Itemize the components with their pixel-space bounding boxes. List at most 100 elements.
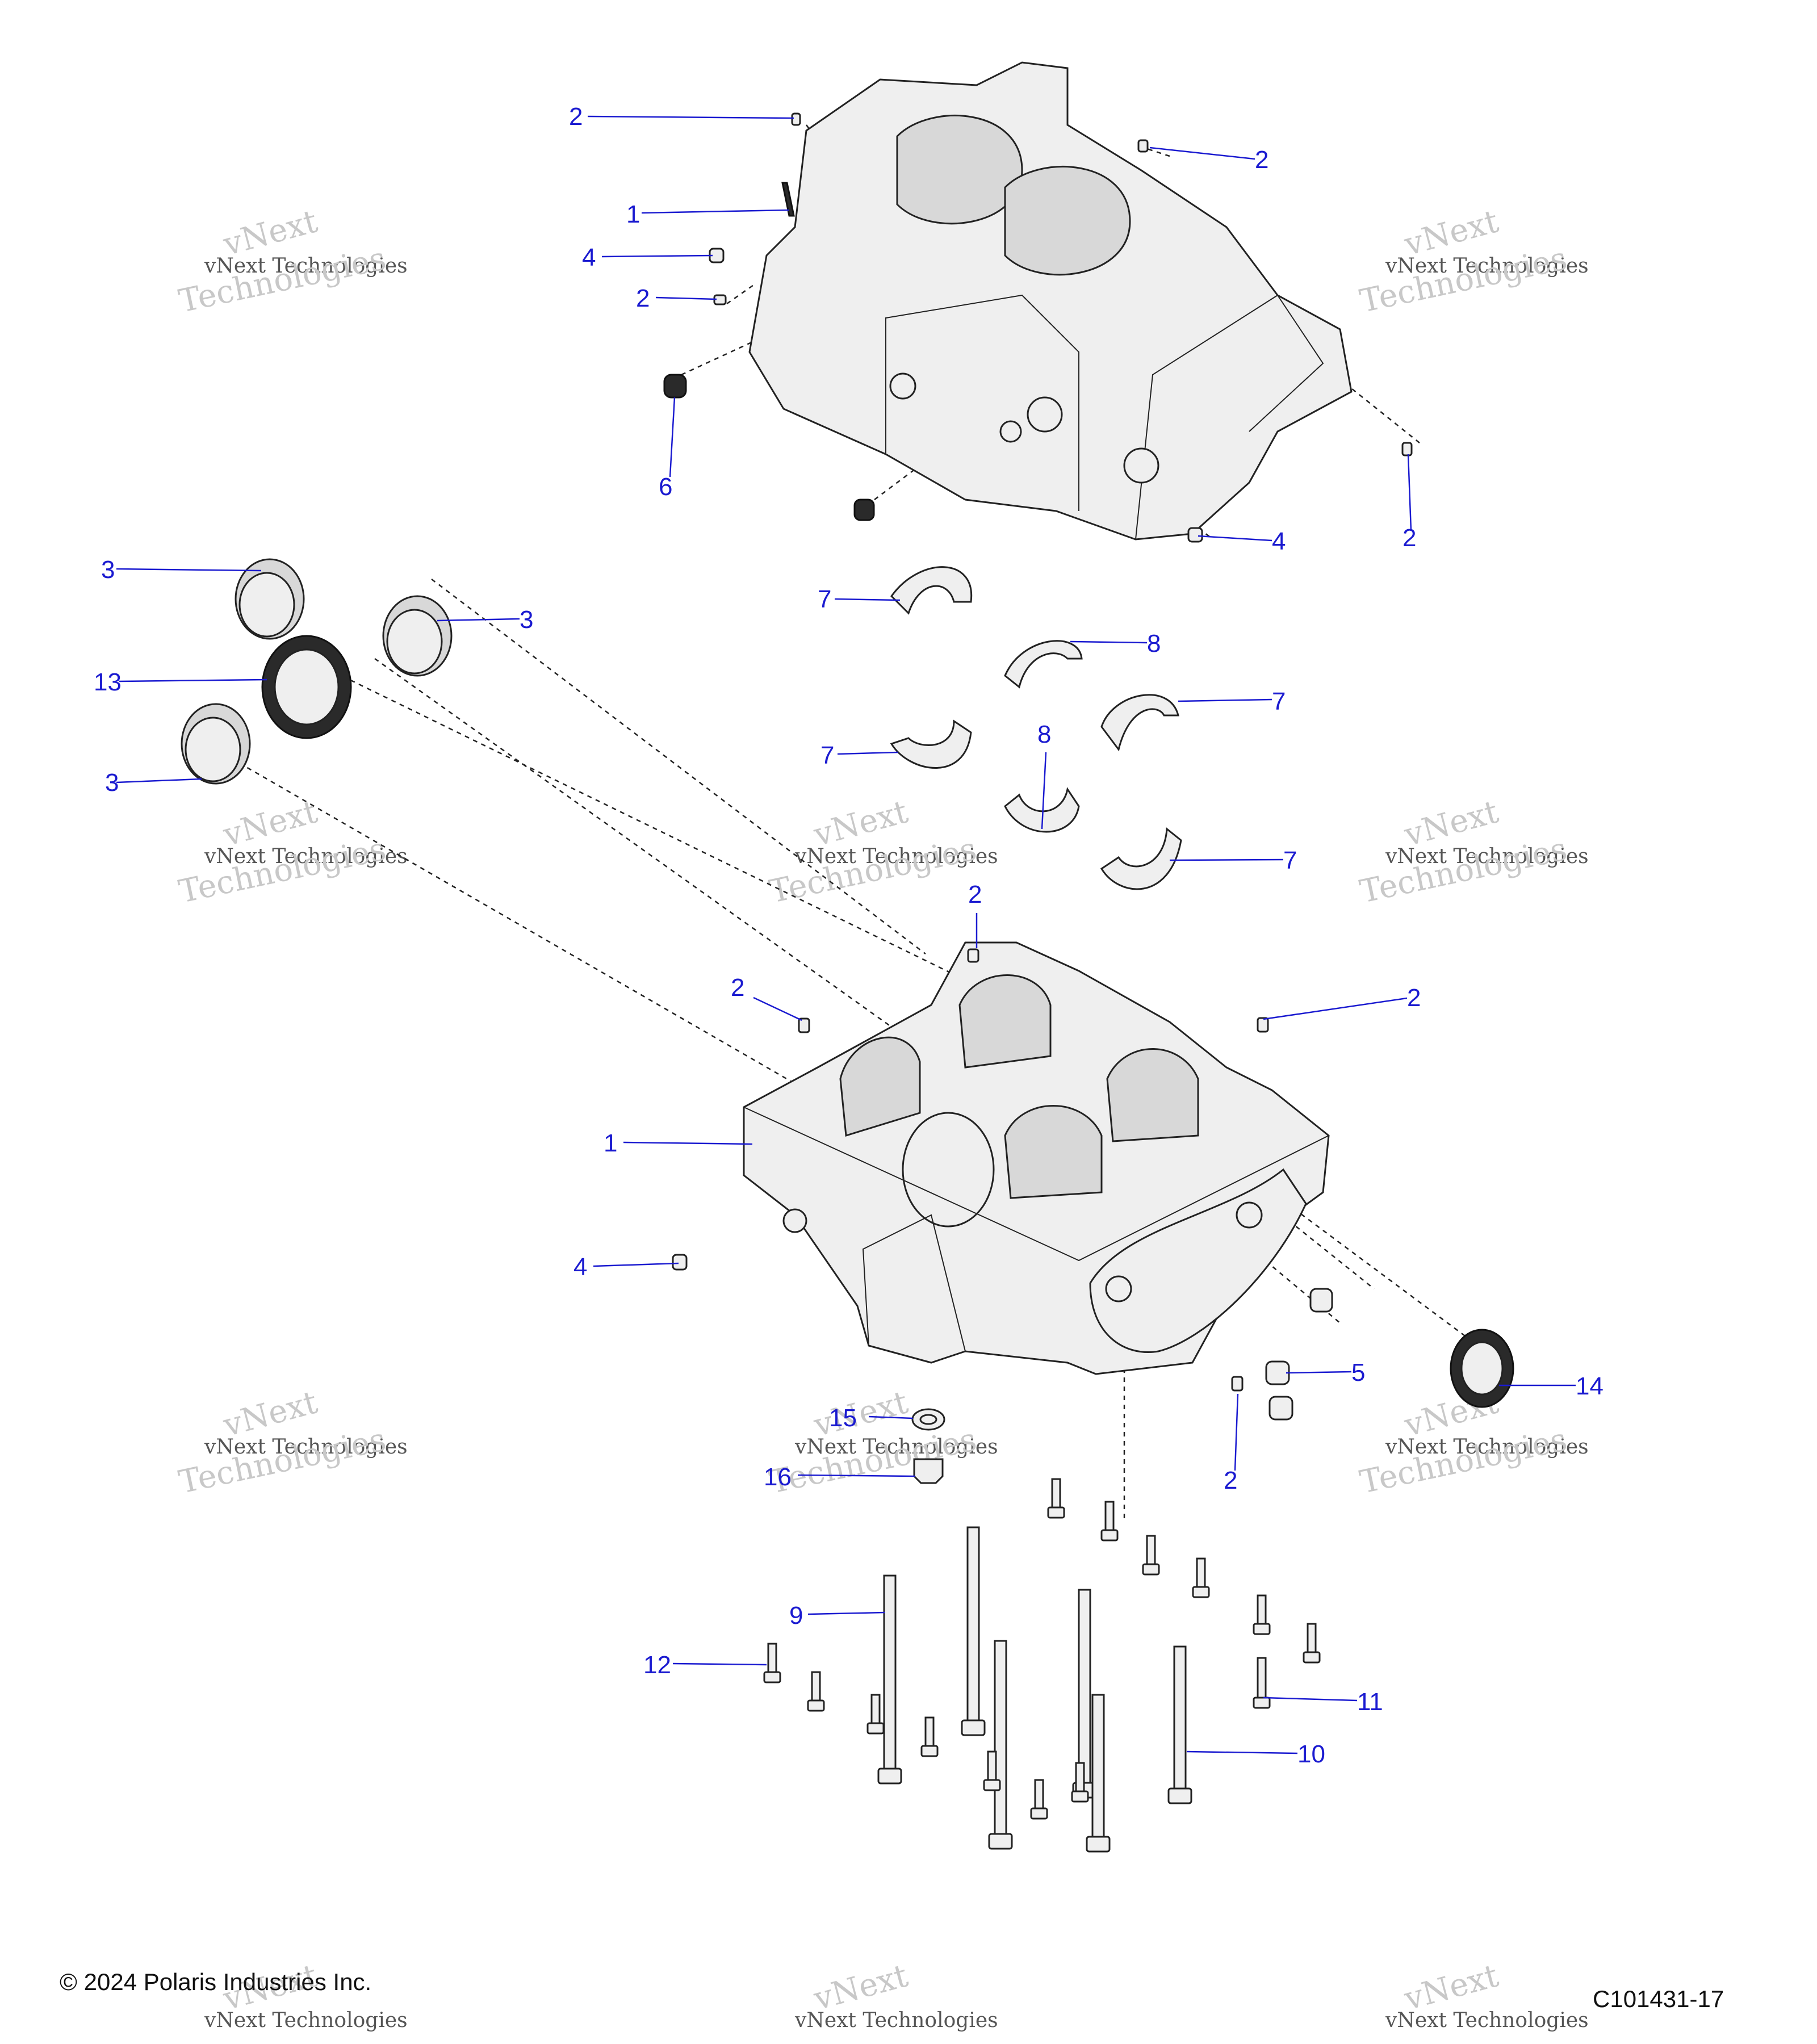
callout-4: 4 xyxy=(582,244,596,271)
callout-2: 2 xyxy=(569,103,583,131)
grommet xyxy=(663,374,687,399)
drain-washer-hole xyxy=(919,1414,937,1425)
short-bolt xyxy=(1100,1501,1119,1542)
watermark-line: vNext Technologies xyxy=(1385,845,1589,868)
callout-11: 11 xyxy=(1357,1688,1383,1716)
callout-2: 2 xyxy=(636,284,650,312)
watermark-6: vNext vNext Technologies Technologies xyxy=(1357,793,1588,911)
callout-2: 2 xyxy=(1402,524,1416,552)
long-bolt xyxy=(877,1574,902,1785)
watermark-line: vNext Technologies xyxy=(794,845,998,868)
dowel-pin xyxy=(791,112,801,126)
callout-2: 2 xyxy=(731,974,744,1002)
callout-14: 14 xyxy=(1576,1372,1604,1400)
watermark-line: vNext Technologies xyxy=(204,254,408,278)
callout-2: 2 xyxy=(1407,984,1421,1012)
watermark-7: vNext vNext Technologies Technologies xyxy=(175,1384,407,1501)
dowel-pin xyxy=(1401,442,1413,456)
callout-15: 15 xyxy=(829,1404,857,1432)
short-bolt xyxy=(1253,1594,1271,1635)
callout-8: 8 xyxy=(1037,721,1051,748)
short-bolt xyxy=(1303,1623,1321,1664)
callout-2: 2 xyxy=(1255,146,1268,174)
grommet xyxy=(853,499,875,521)
callout-13: 13 xyxy=(94,668,122,696)
watermark-1: vNext vNext Technologies Technologies xyxy=(175,203,407,320)
dowel-pin xyxy=(798,1017,810,1033)
watermark-bottom: Technologies xyxy=(766,1421,979,1501)
callout-4: 4 xyxy=(1272,527,1286,555)
bushing xyxy=(1309,1288,1333,1313)
watermark-line: vNext Technologies xyxy=(1385,2009,1589,2032)
seals-left xyxy=(181,558,453,785)
watermark-bottom: Technologies xyxy=(1357,831,1570,911)
callout-10: 10 xyxy=(1297,1740,1325,1768)
copyright-text: © 2024 Polaris Industries Inc. xyxy=(60,1968,371,1995)
short-bolt xyxy=(1030,1779,1048,1820)
callout-9: 9 xyxy=(789,1602,803,1630)
diagram-id: C101431-17 xyxy=(1593,1986,1724,2012)
short-bolt xyxy=(1142,1535,1160,1576)
leader-lines xyxy=(116,115,1576,1754)
watermark-bottom: Technologies xyxy=(175,1421,389,1501)
watermark-11: vNext vNext Technologies xyxy=(794,1957,998,2032)
callout-6: 6 xyxy=(659,473,672,501)
callout-2: 2 xyxy=(1224,1467,1237,1494)
bearing-shell xyxy=(1100,827,1182,890)
bearing-shell xyxy=(1100,694,1179,752)
watermark-5: vNext vNext Technologies Technologies xyxy=(766,793,998,911)
watermark-bottom: Technologies xyxy=(1357,240,1570,320)
callout-7: 7 xyxy=(1283,847,1297,874)
callout-1: 1 xyxy=(604,1129,617,1157)
long-bolt xyxy=(1167,1645,1192,1804)
long-bolt xyxy=(961,1526,986,1736)
bolts xyxy=(763,1478,1321,1853)
short-bolt xyxy=(763,1643,781,1683)
bushing xyxy=(672,1254,688,1271)
callout-7: 7 xyxy=(1272,688,1286,715)
drain-plug xyxy=(913,1458,944,1484)
dowel-pin xyxy=(1137,139,1149,153)
short-bolt xyxy=(807,1671,825,1712)
long-bolt xyxy=(1086,1694,1111,1853)
dowel-pin xyxy=(1257,1017,1269,1033)
expansion-plug-inner xyxy=(386,609,443,675)
callout-labels: 2 2 1 4 2 6 4 2 3 3 13 3 7 8 7 7 8 7 2 2… xyxy=(94,103,1604,1768)
short-bolt xyxy=(1047,1478,1065,1519)
watermark-bottom: Technologies xyxy=(175,240,389,320)
watermark-bottom: Technologies xyxy=(1357,1421,1570,1501)
watermark-line: vNext Technologies xyxy=(794,2009,998,2032)
short-bolt xyxy=(1253,1657,1271,1709)
main-bearings xyxy=(890,566,1182,890)
upper-crankcase xyxy=(748,61,1353,541)
bearing-shell xyxy=(890,719,972,769)
oil-seal-inner xyxy=(274,648,340,726)
watermark-line: vNext Technologies xyxy=(1385,254,1589,278)
short-bolt xyxy=(1071,1762,1089,1803)
watermark-bottom: Technologies xyxy=(766,831,979,911)
oil-seal-right-inner xyxy=(1460,1341,1504,1396)
watermark-line: vNext Technologies xyxy=(794,1435,998,1459)
callout-8: 8 xyxy=(1147,630,1161,657)
dowel-pin xyxy=(1231,1376,1244,1392)
lower-crankcase xyxy=(743,941,1330,1375)
callout-7: 7 xyxy=(818,585,831,613)
bearing-shell xyxy=(890,566,973,615)
callout-3: 3 xyxy=(101,556,115,584)
short-bolt xyxy=(1192,1557,1210,1598)
callout-12: 12 xyxy=(643,1651,671,1679)
bushing xyxy=(1265,1360,1290,1385)
watermark-3: vNext vNext Technologies Technologies xyxy=(1357,203,1588,320)
callout-3: 3 xyxy=(520,606,533,634)
short-bolt xyxy=(983,1750,1001,1791)
bearing-shell xyxy=(1004,640,1083,689)
watermark-line: vNext Technologies xyxy=(1385,1435,1589,1459)
upper-small-parts xyxy=(663,112,1413,543)
watermark-line: vNext Technologies xyxy=(204,1435,408,1459)
dowel-pin xyxy=(967,948,979,963)
callout-2: 2 xyxy=(968,881,982,908)
callout-4: 4 xyxy=(573,1253,587,1281)
bearing-shell xyxy=(1004,787,1080,833)
callout-5: 5 xyxy=(1351,1359,1365,1387)
